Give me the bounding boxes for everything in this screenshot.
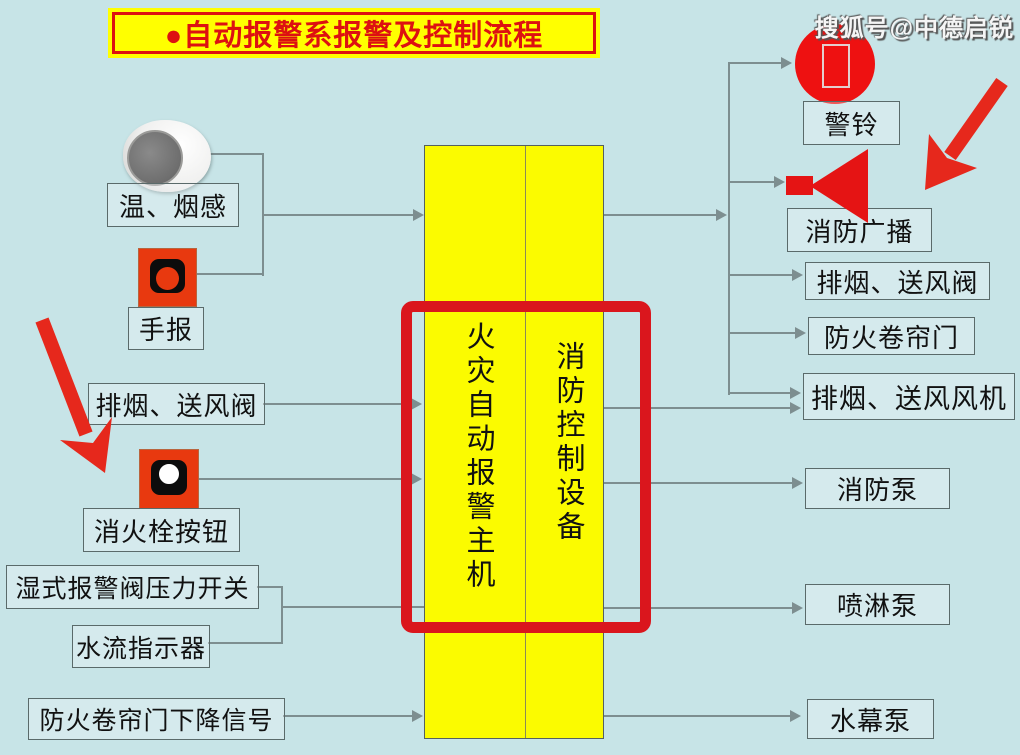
output-label: 水幕泵 [829,706,911,736]
arrowhead-icon [411,473,422,485]
alarm-bell-icon [795,24,875,104]
arrow-head [925,134,977,190]
input-box-smoke-exhaust-valve: 排烟、送风阀 [88,383,265,425]
red-highlight-rectangle [401,301,651,633]
connector-line [283,715,413,717]
input-label: 水流指示器 [75,635,206,663]
fire-control-equipment-label: 消防控制设备 [552,341,584,545]
input-box-hydrant-button: 消火栓按钮 [83,508,240,552]
input-box-fire-shutter-descent-signal: 防火卷帘门下降信号 [28,698,285,740]
arrowhead-icon [790,402,801,414]
input-box-smoke-heat-sensor: 温、烟感 [107,183,239,227]
input-box-wet-alarm-valve-pressure-switch: 湿式报警阀压力开关 [6,565,259,609]
arrowhead-icon [790,387,801,399]
arrowhead-icon [411,398,422,410]
output-label: 喷淋泵 [836,592,918,621]
arrowhead-icon [412,710,423,722]
arrow-head [60,417,112,473]
connector-line [205,153,263,155]
output-label: 排烟、送风风机 [811,384,1007,414]
input-label: 防火卷帘门下降信号 [39,708,274,735]
connector-line [728,332,797,334]
output-label: 消防泵 [836,476,918,505]
connector-line [602,607,794,609]
output-box-sprinkler-pump: 喷淋泵 [805,584,950,625]
arrowhead-icon [792,269,803,281]
input-label: 排烟、送风阀 [95,391,258,421]
connector-line [263,214,415,216]
output-box-water-curtain-pump: 水幕泵 [807,699,934,739]
connector-line [728,392,792,394]
output-label: 防火卷帘门 [823,323,959,353]
smoke-heat-detector-icon [123,120,211,192]
button-circle [156,461,182,487]
input-label: 手报 [138,316,193,345]
arrow-shaft [944,77,1008,161]
output-label: 排烟、送风阀 [816,268,979,298]
connector-line [602,214,718,216]
speaker-base [786,176,813,195]
connector-line [281,586,283,644]
title-banner: ●自动报警系报警及控制流程 [108,8,600,58]
output-box-alarm-bell: 警铃 [803,101,900,145]
arrowhead-icon [781,57,792,69]
arrowhead-icon [790,710,801,722]
input-box-water-flow-indicator: 水流指示器 [72,625,210,668]
page-title: ●自动报警系报警及控制流程 [164,20,544,52]
bell-glyph [822,44,850,88]
watermark-text: 搜狐号@中德启锐 [814,15,1014,42]
input-label: 湿式报警阀压力开关 [15,576,250,603]
red-annotation-arrow-right [925,77,1008,190]
output-label: 警铃 [824,110,879,140]
arrowhead-icon [792,477,803,489]
connector-line [602,715,792,717]
arrowhead-icon [774,176,785,188]
input-label: 温、烟感 [118,192,227,222]
detector-lens [127,130,183,186]
connector-line [728,274,794,276]
hydrant-button-icon [140,450,198,508]
connector-line [728,62,730,395]
button-circle [156,267,179,290]
connector-line [196,273,264,275]
manual-call-point-icon [139,249,196,306]
title-border: ●自动报警系报警及控制流程 [112,12,596,54]
fire-alarm-host-label: 火灾自动报警主机 [462,321,494,593]
arrowhead-icon [795,327,806,339]
main-control-unit: 火灾自动报警主机 消防控制设备 [424,145,604,739]
connector-line [281,606,424,608]
arrowhead-icon [413,209,424,221]
connector-line [728,181,776,183]
column-divider [525,146,526,738]
output-box-smoke-exhaust-valve: 排烟、送风阀 [805,262,990,300]
arrowhead-icon [792,602,803,614]
connector-line [602,482,794,484]
connector-line [257,586,283,588]
input-box-manual-alarm: 手报 [128,307,204,350]
output-box-fire-pump: 消防泵 [805,468,950,509]
connector-line [263,403,413,405]
input-label: 消火栓按钮 [93,517,229,547]
connector-line [198,478,413,480]
arrowhead-icon [716,209,727,221]
connector-line [602,407,792,409]
arrow-shaft [35,317,93,437]
connector-line [208,642,283,644]
output-box-smoke-exhaust-fan: 排烟、送风风机 [803,373,1015,420]
connector-line [728,62,782,64]
output-box-fire-shutter-door: 防火卷帘门 [808,317,975,355]
output-label: 消防广播 [805,217,914,247]
output-box-fire-broadcast: 消防广播 [787,208,932,252]
